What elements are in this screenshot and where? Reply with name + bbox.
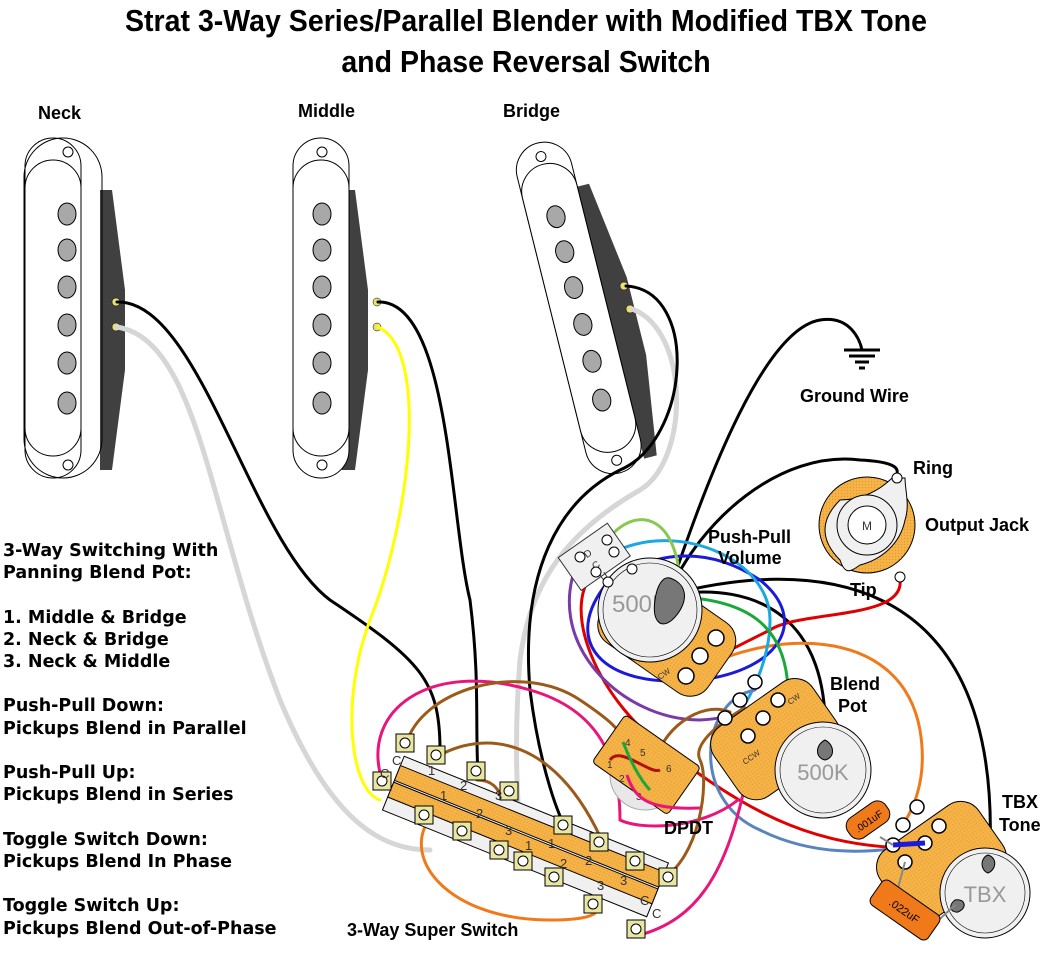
mounting-hole <box>316 459 328 471</box>
tbx-pot-value: TBX <box>964 882 1007 907</box>
svg-text:2: 2 <box>619 774 625 785</box>
solder-blob <box>653 577 685 625</box>
tbx-tone-pot: TBX <box>876 799 1031 939</box>
wire-bridge-black <box>526 284 679 832</box>
push-pull-label-2: Volume <box>718 548 782 568</box>
pole-pieces <box>57 202 77 415</box>
pickup-middle-body <box>226 130 382 480</box>
mounting-hole <box>316 146 328 158</box>
svg-text:3: 3 <box>620 873 627 888</box>
note-group-toggle-down: Toggle Switch Down: Pickups Blend In Pha… <box>3 829 233 872</box>
blend-pot-value: 500K <box>797 760 849 785</box>
mounting-hole <box>62 146 74 158</box>
volume-pot-lugs <box>677 629 725 685</box>
output-jack: M <box>818 472 916 583</box>
wire-middle-yellow <box>350 325 411 802</box>
tip-label: Tip <box>850 580 877 600</box>
svg-text:2: 2 <box>476 806 483 821</box>
jack-ring-lug <box>891 472 903 484</box>
svg-text:C: C <box>652 906 661 921</box>
dpdt-label: DPDT <box>664 818 713 838</box>
switch-lug-holes <box>376 737 674 935</box>
svg-text:C: C <box>640 893 649 908</box>
push-pull-volume-pot: 500K D C U CW <box>557 522 737 697</box>
jack-marker: M <box>862 519 872 533</box>
output-jack-label: Output Jack <box>925 515 1030 535</box>
pushpull-lugs <box>574 534 638 588</box>
pole-pieces <box>312 202 332 415</box>
switch-wafer-labels: C C 1 2 3 1 2 3 1 2 3 C 1 2 3 C <box>380 753 661 921</box>
svg-text:2: 2 <box>560 856 567 871</box>
note-group-positions: 1. Middle & Bridge 2. Neck & Bridge 3. N… <box>3 607 187 673</box>
svg-text:4: 4 <box>625 738 631 749</box>
blend-pot-label-2: Pot <box>838 696 867 716</box>
wire-ground <box>666 317 864 597</box>
capacitor-022uf: .022uF <box>869 861 956 941</box>
tbx-tone-label-2: Tone <box>999 815 1041 835</box>
tbx-pot-lugs <box>885 799 947 870</box>
tbx-tone-label-1: TBX <box>1002 792 1038 812</box>
mounting-hole <box>62 459 74 471</box>
svg-text:1: 1 <box>440 788 447 803</box>
ring-label: Ring <box>913 458 953 478</box>
diagram-title-line1: Strat 3-Way Series/Parallel Blender with… <box>125 3 927 38</box>
svg-text:2: 2 <box>460 778 467 793</box>
pole-pieces <box>546 205 612 412</box>
wire-neck-white <box>114 324 433 853</box>
svg-text:C: C <box>392 753 401 768</box>
svg-text:3: 3 <box>505 823 512 838</box>
jack-tip-lug <box>894 571 906 583</box>
pickup-bobbin <box>100 190 125 470</box>
svg-text:6: 6 <box>666 764 672 775</box>
pickup-label-middle: Middle <box>298 101 355 121</box>
svg-text:1: 1 <box>428 763 435 778</box>
dpdt-switch: 1 2 3 4 5 6 <box>593 715 701 814</box>
super-switch-label: 3-Way Super Switch <box>347 920 519 940</box>
diagram-title-line2: and Phase Reversal Switch <box>341 44 711 79</box>
blend-pot: 500K CW CCW <box>710 674 872 819</box>
ground-wire-label: Ground Wire <box>800 386 909 406</box>
pickup-label-neck: Neck <box>38 103 82 123</box>
note-group-toggle-up: Toggle Switch Up: Pickups Blend Out-of-P… <box>3 896 277 939</box>
wire-middle-black <box>376 300 480 777</box>
note-group-pushpull-down: Push-Pull Down: Pickups Blend in Paralle… <box>3 696 247 739</box>
wire-pink <box>376 679 740 828</box>
note-group-heading: 3-Way Switching With Panning Blend Pot: <box>3 541 219 584</box>
svg-text:1: 1 <box>525 838 532 853</box>
mounting-hole <box>535 151 547 163</box>
super-switch: C C 1 2 3 1 2 3 1 2 3 C 1 2 3 C <box>372 733 678 939</box>
wire-tbx-ground <box>666 577 992 852</box>
svg-text:C: C <box>380 766 389 781</box>
wires <box>114 284 992 938</box>
pickup-bridge <box>515 141 657 475</box>
switching-notes: 3-Way Switching With Panning Blend Pot: … <box>3 540 277 962</box>
svg-text:1: 1 <box>548 836 555 851</box>
svg-text:1: 1 <box>607 760 613 771</box>
mounting-hole <box>611 454 623 466</box>
blend-pot-lugs <box>717 674 786 744</box>
capacitor-001uf: .001uF <box>845 800 894 846</box>
ground-symbol-icon <box>844 348 880 370</box>
wire-brown <box>404 680 625 747</box>
svg-text:3: 3 <box>495 788 502 803</box>
pickup-label-bridge: Bridge <box>503 101 561 121</box>
svg-text:5: 5 <box>640 748 646 759</box>
wire-blue <box>586 554 786 683</box>
blend-pot-label-1: Blend <box>830 674 881 694</box>
note-group-pushpull-up: Push-Pull Up: Pickups Blend in Series <box>3 763 234 806</box>
pickup-neck <box>23 137 125 479</box>
push-pull-label-1: Push-Pull <box>708 527 792 547</box>
svg-text:3: 3 <box>597 878 604 893</box>
jumper-wire <box>892 840 926 848</box>
svg-text:2: 2 <box>585 853 592 868</box>
